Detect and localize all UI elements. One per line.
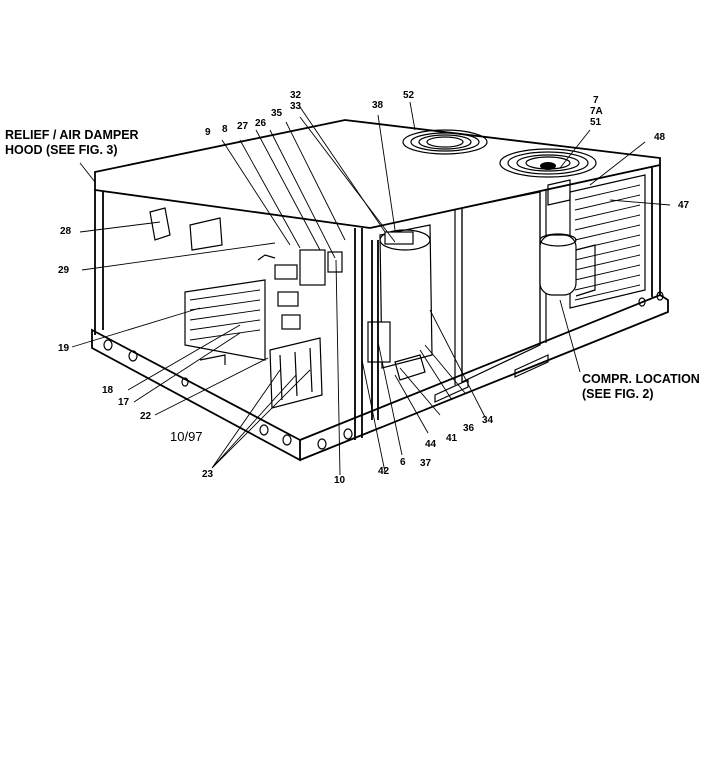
callout-label: 7 (593, 95, 599, 106)
callout-label: 9 (205, 127, 211, 138)
compressor-location-note-line2: (SEE FIG. 2) (582, 387, 654, 401)
callout-label: 41 (446, 433, 458, 444)
callout-label: 29 (58, 265, 70, 276)
callout-label: 10 (334, 475, 346, 486)
date-code: 10/97 (170, 429, 203, 444)
callout-label: 27 (237, 121, 249, 132)
control-components (149, 207, 343, 330)
callout-label: 32 (290, 90, 302, 101)
callout-label: 37 (420, 458, 432, 469)
callout-label: 19 (58, 343, 70, 354)
callout-label: 51 (590, 117, 602, 128)
callout-label: 22 (140, 411, 152, 422)
relief-damper-note-line2: HOOD (SEE FIG. 3) (5, 143, 118, 157)
blower-assembly (367, 224, 433, 420)
callout-label: 17 (118, 397, 130, 408)
callout-label: 38 (372, 100, 384, 111)
callout-label: 26 (255, 118, 267, 129)
relief-damper-note-line1: RELIEF / AIR DAMPER (5, 128, 139, 142)
callout-label: 8 (222, 124, 228, 135)
compressor-location-note: COMPR. LOCATION (SEE FIG. 2) (582, 372, 700, 402)
cabinet-outline (91, 119, 669, 462)
callout-label: 6 (400, 457, 406, 468)
callout-label: 23 (202, 469, 214, 480)
compressor-location-note-line1: COMPR. LOCATION (582, 372, 700, 386)
relief-damper-note: RELIEF / AIR DAMPER HOOD (SEE FIG. 3) (5, 128, 139, 158)
callout-label: 52 (403, 90, 415, 101)
callout-label: 33 (290, 101, 302, 112)
heat-exchanger (184, 279, 266, 365)
callout-label: 47 (678, 200, 690, 211)
callout-label: 44 (425, 439, 437, 450)
callout-label: 36 (463, 423, 475, 434)
callout-label: 48 (654, 132, 666, 143)
callout-label: 18 (102, 385, 114, 396)
callout-label: 28 (60, 226, 72, 237)
callout-label: 42 (378, 466, 390, 477)
compressor (539, 233, 596, 297)
callout-label: 35 (271, 108, 283, 119)
burner-assembly (269, 337, 323, 409)
leader-lines (71, 101, 671, 476)
base-rail-holes (103, 291, 664, 450)
condenser-fan-guards (402, 129, 597, 178)
callout-label: 34 (482, 415, 494, 426)
callout-label: 7A (590, 106, 603, 117)
